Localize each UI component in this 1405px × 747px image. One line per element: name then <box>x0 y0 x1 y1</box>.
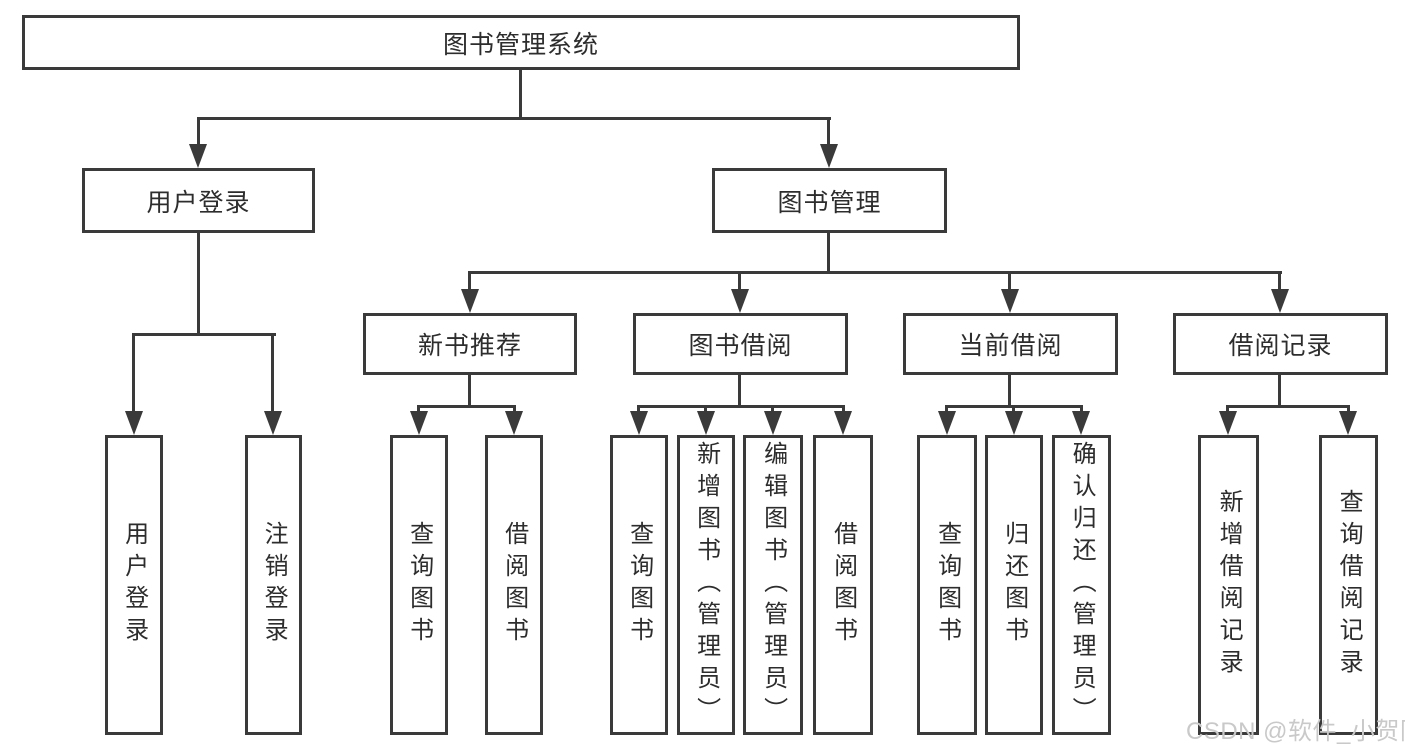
connector-stem <box>468 375 471 408</box>
connector-drop-leaf <box>132 333 135 415</box>
leaf-logout-login: 注销登录 <box>245 435 302 735</box>
connector-drop-leaf <box>271 333 274 415</box>
connector-leaf-branch <box>417 405 516 408</box>
connector-root-stem <box>519 70 522 120</box>
connector-level2-branch <box>197 117 831 120</box>
connector-user-login-branch <box>132 333 276 336</box>
leaf-label: 归还图书 <box>1000 521 1028 649</box>
leaf-label: 新增借阅记录 <box>1215 489 1243 681</box>
connector-stem <box>738 375 741 408</box>
connector-level3-branch <box>469 271 1282 274</box>
leaf-query-books-current: 查询图书 <box>917 435 977 735</box>
arrowhead-down-icon <box>630 411 648 435</box>
connector-drop-book-management <box>827 117 830 147</box>
connector-book-management-stem <box>827 233 830 274</box>
arrowhead-down-icon <box>1072 411 1090 435</box>
connector-drop-leaf <box>704 405 707 415</box>
connector-leaf-branch <box>637 405 845 408</box>
arrowhead-down-icon <box>410 411 428 435</box>
arrowhead-down-icon <box>125 411 143 435</box>
leaf-add-borrow-record: 新增借阅记录 <box>1198 435 1259 735</box>
node-book-borrowing-label: 图书借阅 <box>688 332 793 360</box>
leaf-label: 查询图书 <box>405 521 433 649</box>
node-library-system: 图书管理系统 <box>22 15 1020 70</box>
leaf-label: 新增图书（管理员） <box>692 441 720 729</box>
csdn-watermark: CSDN @软件_小贺同学 <box>1186 718 1405 745</box>
leaf-confirm-return-admin: 确认归还（管理员） <box>1052 435 1111 735</box>
leaf-label: 查询借阅记录 <box>1335 489 1363 681</box>
arrowhead-down-icon <box>820 144 838 168</box>
leaf-label: 借阅图书 <box>829 521 857 649</box>
arrowhead-down-icon <box>189 144 207 168</box>
arrowhead-down-icon <box>731 289 749 313</box>
connector-drop-leaf <box>637 405 640 415</box>
node-library-system-label: 图书管理系统 <box>442 30 599 59</box>
node-borrowing-records: 借阅记录 <box>1173 313 1388 375</box>
connector-drop-leaf <box>1012 405 1015 415</box>
leaf-label: 查询图书 <box>625 521 653 649</box>
leaf-query-books-borrow: 查询图书 <box>610 435 668 735</box>
connector-drop-leaf <box>513 405 516 415</box>
connector-drop-leaf <box>842 405 845 415</box>
leaf-label: 用户登录 <box>120 521 148 649</box>
leaf-return-books: 归还图书 <box>985 435 1043 735</box>
arrowhead-down-icon <box>938 411 956 435</box>
node-user-login-label: 用户登录 <box>146 188 251 217</box>
arrowhead-down-icon <box>1005 411 1023 435</box>
connector-drop-level3 <box>468 271 471 293</box>
arrowhead-down-icon <box>264 411 282 435</box>
leaf-user-login: 用户登录 <box>105 435 163 735</box>
connector-drop-leaf <box>771 405 774 415</box>
arrowhead-down-icon <box>764 411 782 435</box>
node-new-book-recommendation: 新书推荐 <box>363 313 577 375</box>
arrowhead-down-icon <box>1219 411 1237 435</box>
leaf-borrow-books-borrow: 借阅图书 <box>813 435 873 735</box>
leaf-edit-books-admin: 编辑图书（管理员） <box>743 435 803 735</box>
connector-drop-level3 <box>738 271 741 293</box>
connector-stem <box>1278 375 1281 408</box>
leaf-borrow-books-newbook: 借阅图书 <box>485 435 543 735</box>
leaf-label: 查询图书 <box>933 521 961 649</box>
leaf-label: 借阅图书 <box>500 521 528 649</box>
connector-drop-leaf <box>1347 405 1350 415</box>
connector-drop-leaf <box>417 405 420 415</box>
arrowhead-down-icon <box>505 411 523 435</box>
node-borrowing-records-label: 借阅记录 <box>1228 332 1333 360</box>
connector-drop-user-login <box>197 117 200 147</box>
connector-user-login-stem <box>197 233 200 336</box>
node-book-borrowing: 图书借阅 <box>633 313 848 375</box>
arrowhead-down-icon <box>697 411 715 435</box>
arrowhead-down-icon <box>1001 289 1019 313</box>
arrowhead-down-icon <box>461 289 479 313</box>
leaf-label: 编辑图书（管理员） <box>759 441 787 729</box>
connector-stem <box>1008 375 1011 408</box>
node-current-borrowing: 当前借阅 <box>903 313 1118 375</box>
leaf-query-books-newbook: 查询图书 <box>390 435 448 735</box>
connector-leaf-branch <box>1226 405 1350 408</box>
arrowhead-down-icon <box>834 411 852 435</box>
node-book-management: 图书管理 <box>712 168 947 233</box>
connector-drop-leaf <box>1226 405 1229 415</box>
leaf-add-books-admin: 新增图书（管理员） <box>677 435 735 735</box>
connector-drop-leaf <box>1080 405 1083 415</box>
leaf-label: 确认归还（管理员） <box>1068 441 1096 729</box>
leaf-label: 注销登录 <box>260 521 288 649</box>
connector-drop-level3 <box>1008 271 1011 293</box>
node-current-borrowing-label: 当前借阅 <box>958 332 1063 360</box>
arrowhead-down-icon <box>1271 289 1289 313</box>
node-book-management-label: 图书管理 <box>777 188 882 217</box>
arrowhead-down-icon <box>1339 411 1357 435</box>
node-new-book-recommendation-label: 新书推荐 <box>417 332 522 360</box>
leaf-query-borrow-record: 查询借阅记录 <box>1319 435 1378 735</box>
connector-drop-level3 <box>1278 271 1281 293</box>
node-user-login: 用户登录 <box>82 168 315 233</box>
connector-drop-leaf <box>945 405 948 415</box>
